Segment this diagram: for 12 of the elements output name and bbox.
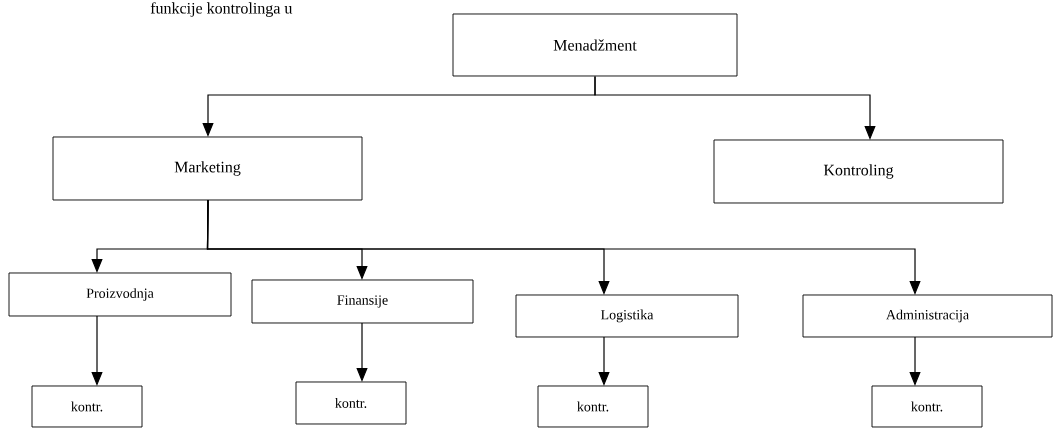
org-box: kontr. [31,385,143,428]
org-box: Logistika [515,294,739,338]
org-box: Kontroling [713,139,1004,204]
org-box: Administracija [802,294,1053,338]
org-box: Finansije [251,279,474,324]
note-text: funkcije kontrolinga u [150,2,293,17]
org-box: Marketing [52,136,363,201]
org-box: kontr. [871,385,983,428]
org-box: kontr. [295,381,407,425]
org-box: kontr. [537,385,649,428]
org-box: Menadžment [452,13,738,77]
org-box: Proizvodnja [8,272,232,317]
